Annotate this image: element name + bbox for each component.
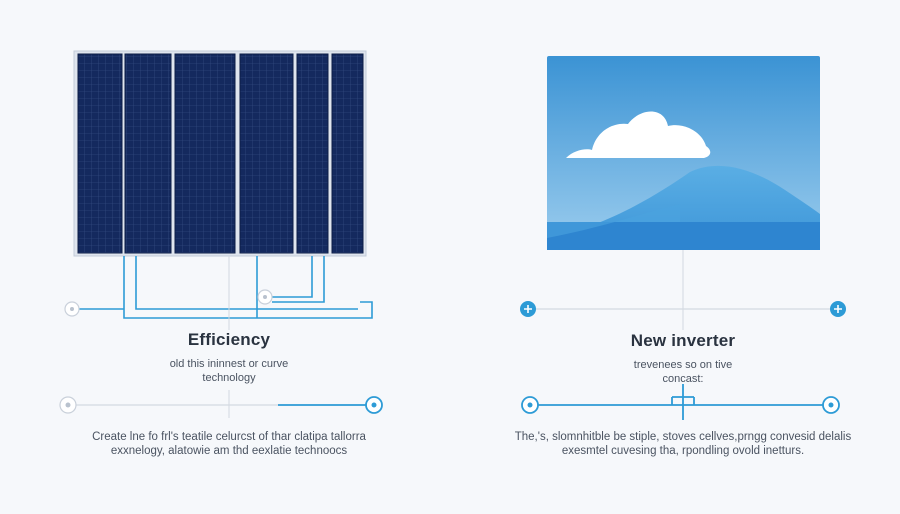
left-subtitle-line2: technology (202, 372, 256, 384)
panel-module (331, 53, 364, 254)
panel-module (239, 53, 294, 254)
wire-return (135, 256, 358, 310)
solar-panel-icon (73, 50, 367, 257)
panel-module (174, 53, 236, 254)
wire-right-a (272, 256, 313, 298)
panel-module (296, 53, 329, 254)
left-caption-line2: exxnelogy, alatowie am thd eexlatie tech… (110, 445, 348, 457)
panel-module (77, 53, 123, 254)
panel-wiring (78, 256, 373, 319)
right-subtitle-line2: concast: (662, 373, 704, 385)
right-subtitle-line1: trevenees so on tive (633, 359, 733, 371)
left-caption-line1: Create lne fo frl's teatile celurcst of … (92, 431, 366, 443)
wire-right-b (272, 256, 325, 303)
right-heading: New inverter (630, 331, 736, 350)
panel-module (124, 53, 172, 254)
landscape-cloud (566, 111, 711, 158)
inverter-marker-icon (671, 384, 695, 420)
left-heading: Efficiency (187, 330, 271, 349)
right-caption-line2: exesmtel cuvesing tha, rpondling ovold i… (561, 445, 805, 457)
landscape-image-icon (547, 56, 820, 250)
wire-main (123, 256, 373, 319)
right-caption-line1: The,'s, slomnhitble be stiple, stoves ce… (514, 431, 852, 443)
left-subtitle-line1: old this ininnest or curve (169, 358, 289, 370)
